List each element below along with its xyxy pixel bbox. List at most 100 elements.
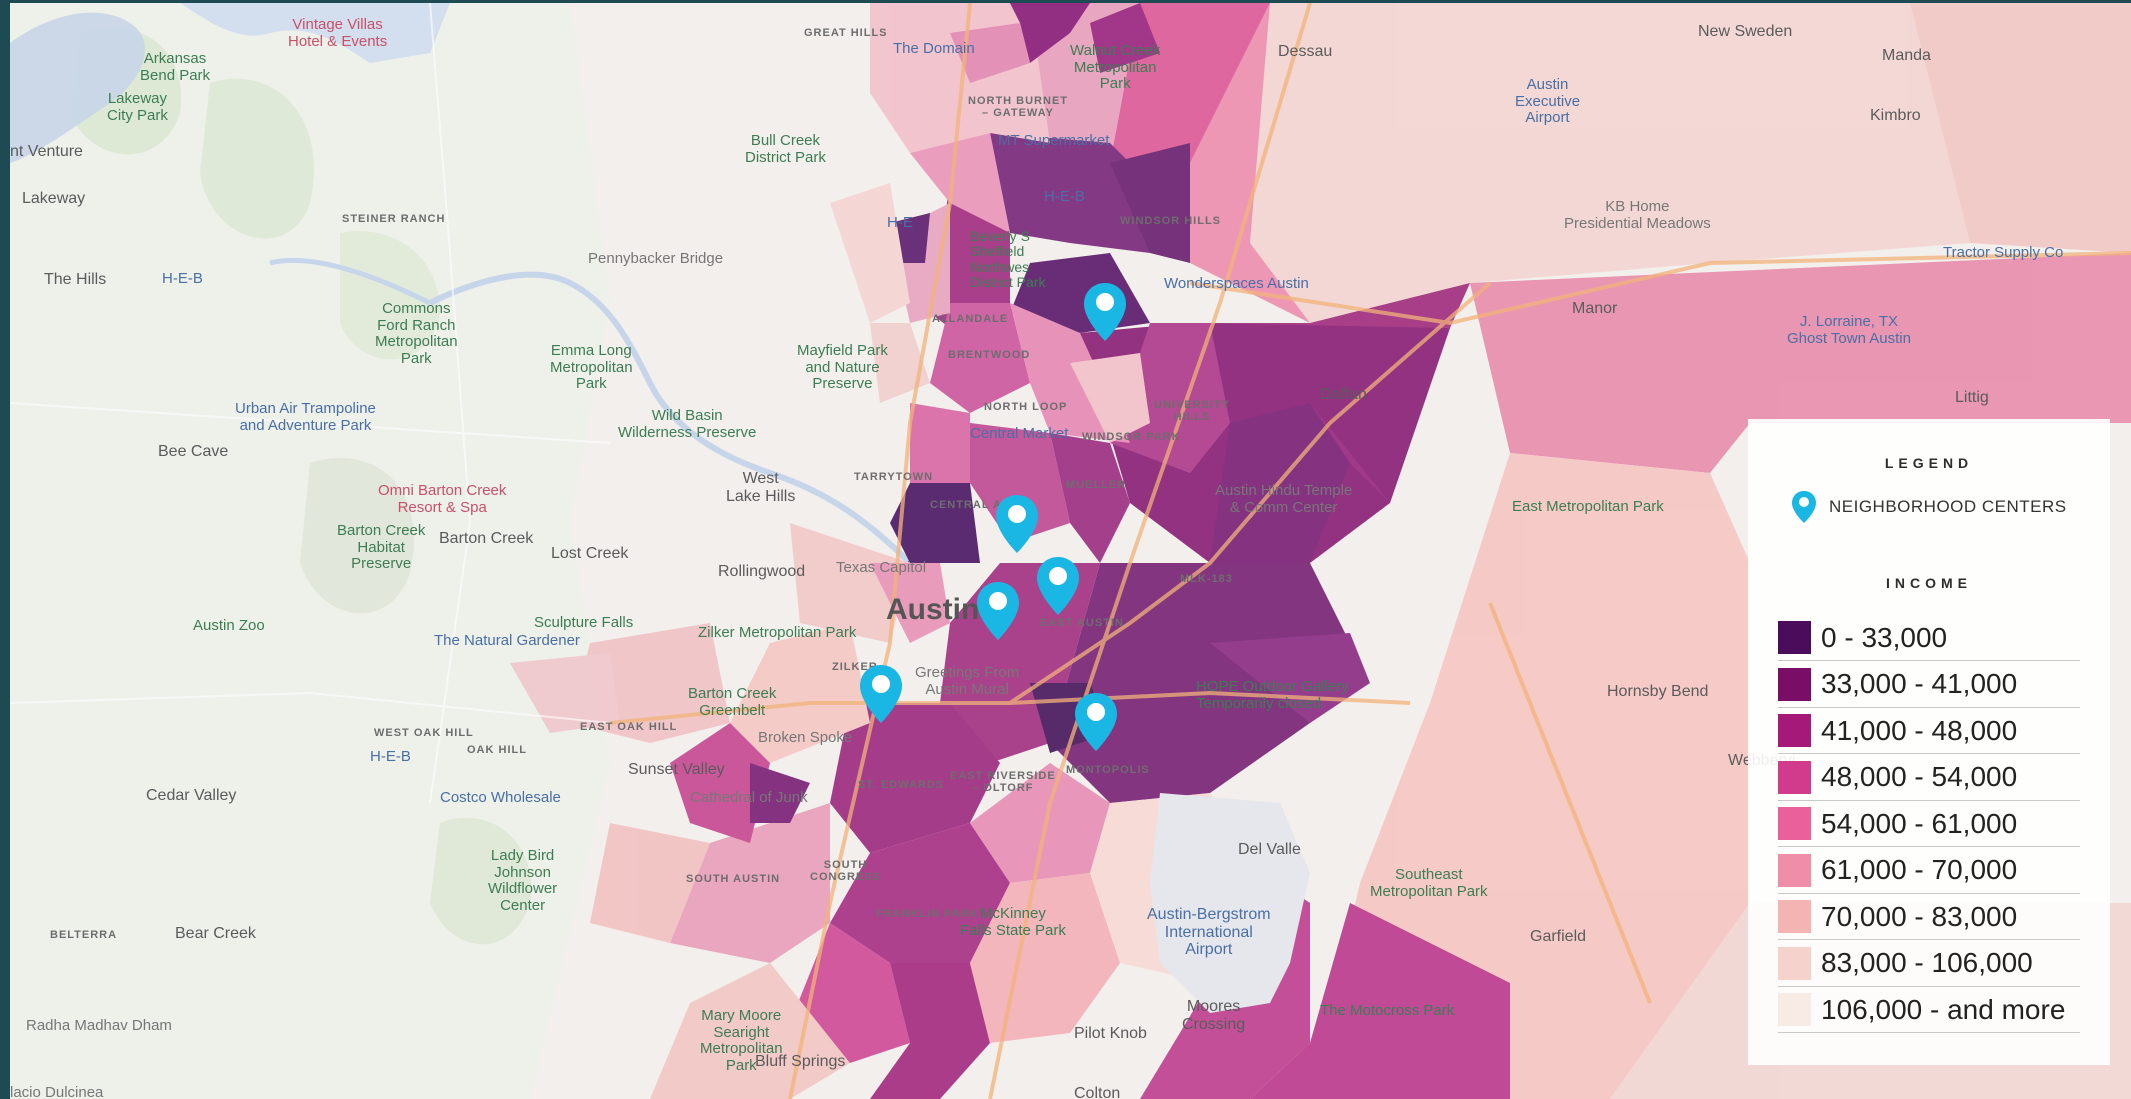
place-bee-cave: Bee Cave [158, 443, 229, 460]
hood-east-riverside: EAST RIVERSIDE – OLTORF [950, 770, 1056, 794]
place-colton: Colton [1074, 1085, 1121, 1099]
poi-radha-madhav: Radha Madhav Dham [26, 1017, 172, 1034]
poi-central-market: Central Market [970, 425, 1069, 442]
hood-zilker: ZILKER [832, 661, 878, 673]
place-del-valle: Del Valle [1238, 841, 1301, 858]
legend-class-label: 106,000 - and more [1821, 993, 2066, 1025]
poi-mckinney-falls: McKinney Falls State Park [960, 905, 1066, 939]
place-new-sweden: New Sweden [1698, 23, 1793, 40]
poi-arkansas-bend: Arkansas Bend Park [140, 50, 211, 84]
poi-wonderspaces: Wonderspaces Austin [1164, 275, 1309, 292]
legend-swatch [1778, 760, 1811, 794]
poi-ghost-town: J. Lorraine, TX Ghost Town Austin [1787, 313, 1911, 347]
place-the-hills: The Hills [44, 271, 107, 288]
poi-the-domain: The Domain [893, 40, 975, 57]
poi-heb-n: H-E-B [1044, 188, 1085, 205]
neighborhood-center-pin-downtown[interactable] [975, 580, 1021, 642]
hood-east-oak-hill: EAST OAK HILL [580, 721, 678, 733]
place-daffan: Daffan [1320, 386, 1367, 403]
legend-class-label: 0 - 33,000 [1821, 621, 1948, 653]
hood-brentwood: BRENTWOOD [948, 349, 1031, 361]
legend-title: LEGEND [1884, 455, 1974, 471]
poi-walnut-creek: Walnut Creek Metropolitan Park [1070, 42, 1161, 92]
poi-east-metro-park: East Metropolitan Park [1512, 498, 1664, 515]
poi-mt-supermarket: MT Supermarket [998, 132, 1110, 149]
poi-commons-ford: Commons Ford Ranch Metropolitan Park [375, 300, 458, 367]
map-pin-icon [1792, 491, 1816, 523]
hood-mlk: MLK-183 [1180, 573, 1233, 585]
poi-austin-executive: Austin Executive Airport [1515, 76, 1581, 126]
map-pin-icon [977, 582, 1019, 640]
place-garfield: Garfield [1530, 928, 1587, 945]
poi-barton-habitat: Barton Creek Habitat Preserve [337, 522, 426, 572]
poi-urban-air: Urban Air Trampoline and Adventure Park [235, 400, 376, 434]
poi-beverly-sheffield: Beverly S Sheffield Northwes District Pa… [970, 228, 1046, 291]
poi-greetings-mural: Greetings From Austin Mural [915, 664, 1020, 698]
hood-montopolis: MONTOPOLIS [1066, 764, 1150, 776]
poi-emma-long: Emma Long Metropolitan Park [550, 342, 633, 392]
hood-central-austin: CENTRAL AUS [930, 499, 1020, 511]
legend-income-class: 33,000 - 41,000 [1778, 662, 2080, 708]
poi-heb-central: H-E [887, 214, 913, 231]
poi-texas-capitol: Texas Capitol [836, 559, 927, 576]
legend-swatch [1778, 667, 1811, 701]
poi-cathedral-junk: Cathedral of Junk [690, 789, 808, 806]
neighborhood-center-pin-south-lamar[interactable] [858, 663, 904, 725]
legend-income-class: 54,000 - 61,000 [1778, 801, 2080, 847]
map-pin-icon [996, 495, 1038, 553]
legend-class-label: 33,000 - 41,000 [1821, 668, 2018, 699]
hood-mueller: MUELLER [1066, 479, 1127, 491]
legend-income-class: 48,000 - 54,000 [1778, 755, 2080, 801]
place-barton-creek: Barton Creek [439, 530, 534, 547]
place-moores-crossing: Moores Crossing [1182, 998, 1246, 1033]
hood-franklin-park: FRANKLIN PARK [876, 908, 979, 920]
legend-income-class: 106,000 - and more [1778, 987, 2080, 1033]
poi-hindu-temple: Austin Hindu Temple & Comm Center [1215, 482, 1353, 516]
poi-wild-basin: Wild Basin Wilderness Preserve [618, 407, 757, 441]
legend-income-class: 83,000 - 106,000 [1778, 941, 2080, 987]
income-choropleth-map[interactable]: Austin New Sweden Manda Kimbro Dessau Ma… [10, 3, 2131, 1099]
hood-allandale: ALLANDALE [932, 313, 1009, 325]
poi-mayfield-park: Mayfield Park and Nature Preserve [797, 342, 888, 392]
place-kimbro: Kimbro [1870, 107, 1921, 124]
poi-heb-sw: H-E-B [370, 748, 411, 765]
poi-tractor-supply: Tractor Supply Co [1943, 244, 2064, 261]
neighborhood-center-pin-east[interactable] [1035, 555, 1081, 617]
poi-airport: Austin-Bergstrom International Airport [1147, 906, 1271, 959]
legend-class-label: 83,000 - 106,000 [1821, 947, 2033, 978]
poi-kb-home: KB Home Presidential Meadows [1564, 198, 1711, 232]
hood-east-austin: EAST AUSTIN [1040, 617, 1124, 629]
legend-swatch [1778, 714, 1811, 747]
neighborhood-center-pin-montopolis[interactable] [1073, 691, 1119, 753]
place-sunset-valley: Sunset Valley [628, 761, 725, 778]
poi-austin-zoo: Austin Zoo [193, 617, 265, 634]
hood-south-congress: SOUTH CONGRESS [810, 859, 881, 883]
legend-income-class: 61,000 - 70,000 [1778, 848, 2080, 894]
place-lakeway: Lakeway [22, 190, 86, 207]
place-bear-creek: Bear Creek [175, 925, 256, 942]
hood-belterra: BELTERRA [50, 929, 118, 941]
place-hornsby-bend: Hornsby Bend [1607, 683, 1709, 700]
legend-swatch [1778, 946, 1811, 980]
map-legend: LEGEND NEIGHBORHOOD CENTERS INCOME 0 - 3… [1748, 419, 2110, 1065]
legend-swatch [1778, 900, 1811, 933]
neighborhood-center-pin-north[interactable] [1082, 281, 1128, 343]
legend-class-label: 41,000 - 48,000 [1821, 714, 2018, 746]
poi-lady-bird: Lady Bird Johnson Wildflower Center [488, 847, 558, 914]
place-littig: Littig [1955, 389, 1989, 406]
hood-north-loop: NORTH LOOP [984, 401, 1068, 413]
hood-windsor-park: WINDSOR PARK [1082, 431, 1181, 443]
legend-class-label: 70,000 - 83,000 [1821, 900, 2018, 932]
neighborhood-center-pin-central[interactable] [994, 493, 1040, 555]
legend-swatch [1778, 807, 1811, 840]
poi-broken-spoke: Broken Spoke [758, 729, 853, 746]
map-pin-icon [1075, 693, 1117, 751]
poi-sculpture-falls: Sculpture Falls [534, 614, 634, 631]
place-rollingwood: Rollingwood [718, 563, 806, 580]
place-manda: Manda [1882, 47, 1931, 64]
map-pin-icon [860, 665, 902, 723]
poi-lakeway-city-park: Lakeway City Park [107, 90, 168, 124]
legend-income-class: 41,000 - 48,000 [1778, 708, 2080, 754]
legend-swatch [1778, 621, 1811, 654]
legend-income-title: INCOME [1886, 575, 1972, 591]
